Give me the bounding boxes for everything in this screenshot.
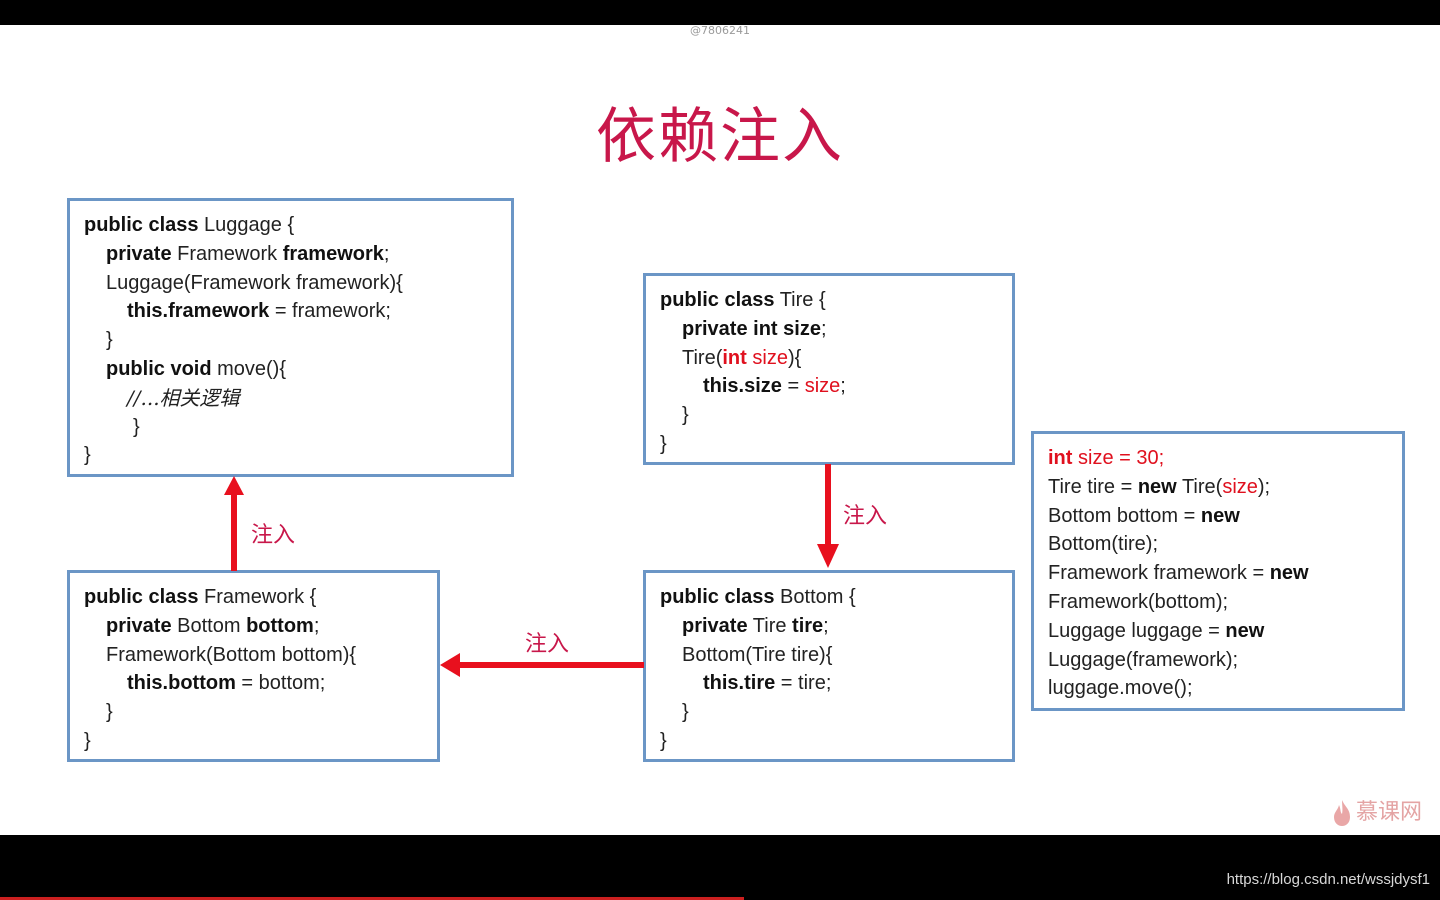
code-line: Bottom(tire); xyxy=(1048,533,1159,556)
code-line: public class Bottom { xyxy=(660,586,856,608)
code-line: int size = 30; xyxy=(1048,447,1165,469)
code-line: this.size = size; xyxy=(703,375,846,398)
code-line: } xyxy=(660,432,667,455)
video-control-bar: https://blog.csdn.net/wssjdysf1 xyxy=(0,835,1440,900)
main-code-box: int size = 30; Tire tire = new Tire(size… xyxy=(1031,431,1405,711)
code-line: this.framework = framework; xyxy=(127,300,391,323)
code-line: } xyxy=(660,729,667,752)
inject-arrow-left-head xyxy=(440,653,460,677)
code-line: } xyxy=(682,404,689,427)
code-comment: //...相关逻辑 xyxy=(127,385,240,410)
code-line: Tire(int size){ xyxy=(682,346,802,369)
inject-label-down: 注入 xyxy=(843,504,888,529)
code-line: public class Luggage { xyxy=(84,214,295,236)
inject-arrow-down-head xyxy=(817,544,839,568)
code-line: Luggage(Framework framework){ xyxy=(106,271,403,294)
tire-class-box: public class Tire { private int size; Ti… xyxy=(643,273,1015,465)
inject-label-up: 注入 xyxy=(251,523,296,548)
inject-arrow-up-head xyxy=(224,476,244,495)
code-line: Framework(Bottom bottom){ xyxy=(106,643,357,666)
slide-title: 依赖注入 xyxy=(596,102,844,172)
code-line: } xyxy=(84,444,91,467)
inject-arrow-down-shaft xyxy=(825,464,831,544)
code-line: private Framework framework; xyxy=(106,242,390,265)
code-line: public void move(){ xyxy=(106,357,287,380)
inject-label-left: 注入 xyxy=(525,632,570,657)
top-black-bar xyxy=(0,0,1440,25)
bottom-class-box: public class Bottom { private Tire tire;… xyxy=(643,570,1015,762)
code-line: } xyxy=(106,329,113,352)
slide: @7806241 依赖注入 public class Luggage { pri… xyxy=(0,25,1440,835)
code-line: Luggage(framework); xyxy=(1048,648,1239,671)
code-line: Framework framework = new xyxy=(1048,562,1309,585)
inject-arrow-up-shaft xyxy=(231,493,237,571)
code-line: luggage.move(); xyxy=(1048,677,1193,700)
site-logo: 慕课网 xyxy=(1356,800,1423,825)
watermark-id: @7806241 xyxy=(690,24,750,37)
code-line: public class Framework { xyxy=(84,586,317,608)
luggage-class-box: public class Luggage { private Framework… xyxy=(67,198,514,477)
code-line: } xyxy=(84,729,91,752)
code-line: private Bottom bottom; xyxy=(106,614,320,637)
source-url: https://blog.csdn.net/wssjdysf1 xyxy=(1226,871,1430,888)
framework-class-box: public class Framework { private Bottom … xyxy=(67,570,440,762)
code-line: Tire tire = new Tire(size); xyxy=(1048,475,1271,498)
code-line: private Tire tire; xyxy=(682,614,829,637)
code-line: this.tire = tire; xyxy=(703,672,832,695)
code-line: } xyxy=(106,701,113,724)
code-line: Framework(bottom); xyxy=(1048,590,1229,613)
flame-icon xyxy=(1334,800,1350,826)
code-line: Bottom bottom = new xyxy=(1048,504,1240,527)
video-progress-bar[interactable] xyxy=(0,897,745,900)
code-line: private int size; xyxy=(682,317,827,340)
inject-arrow-left-shaft xyxy=(458,662,644,668)
code-line: public class Tire { xyxy=(660,289,826,311)
code-line: this.bottom = bottom; xyxy=(127,672,326,695)
code-line: Bottom(Tire tire){ xyxy=(682,643,833,666)
code-line: } xyxy=(133,415,140,438)
code-line: Luggage luggage = new xyxy=(1048,619,1265,642)
code-line: } xyxy=(682,701,689,724)
